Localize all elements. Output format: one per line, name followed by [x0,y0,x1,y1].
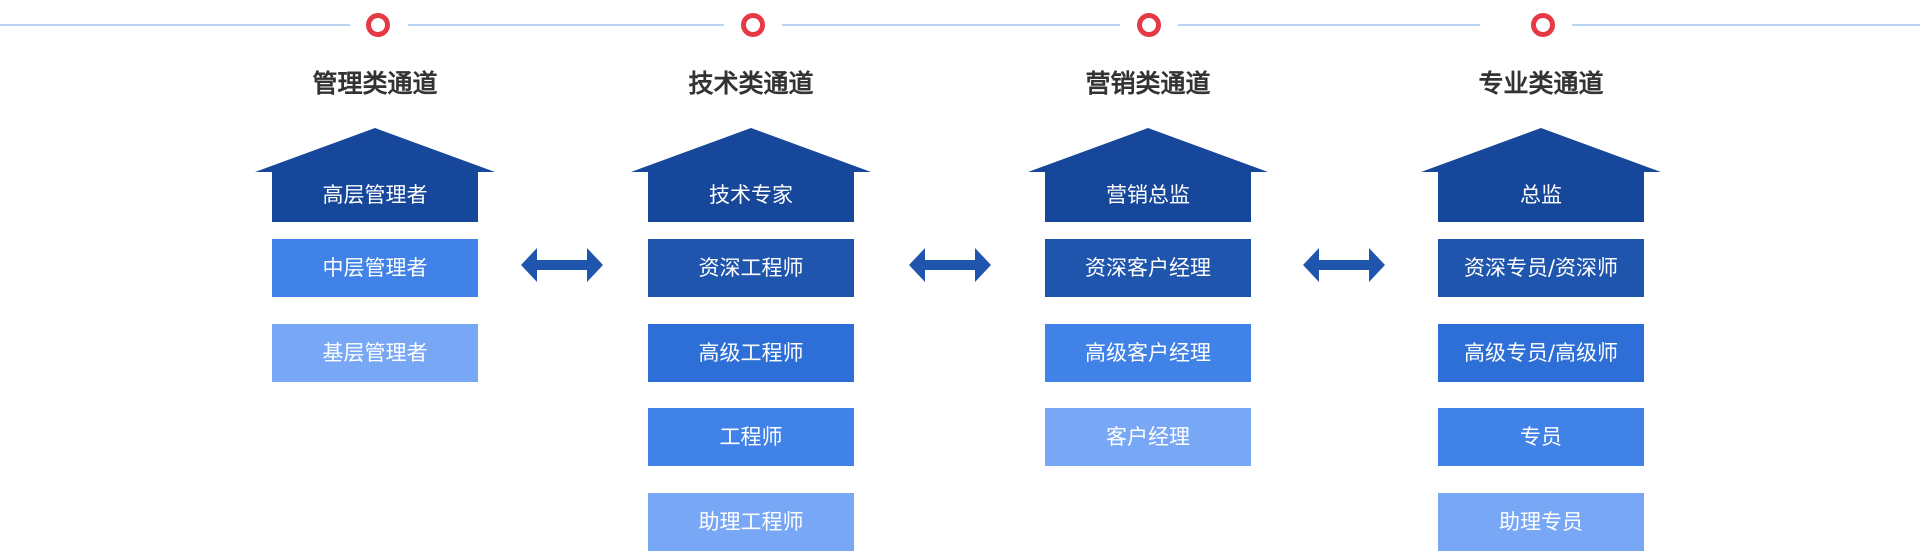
top-level-box [648,168,854,222]
professional-track-column: 专业类通道 总监 资深专员/资深师 高级专员/高级师 专员 助理专员 [1421,0,1661,551]
timeline-line-segment-5 [1572,24,1920,26]
top-level-box [272,168,478,222]
column-title: 管理类通道 [312,69,438,98]
double-arrow-icon [1303,248,1385,282]
level-box-5: 助理工程师 [648,493,854,551]
level-label-top: 营销总监 [1106,183,1190,207]
level-box-4: 专员 [1438,408,1644,466]
level-label-top: 高层管理者 [322,183,428,207]
level-box-3: 高级专员/高级师 [1438,324,1644,382]
house-roof-icon [631,128,871,172]
timeline-line-segment-4 [1178,24,1480,26]
level-box-4: 客户经理 [1045,408,1251,466]
timeline-line-segment-3 [782,24,1120,26]
timeline-ring-marker-icon [1137,13,1161,37]
level-box-3: 基层管理者 [272,324,478,382]
column-title: 专业类通道 [1478,69,1604,98]
top-level-box [1438,168,1644,222]
level-box-3: 高级工程师 [648,324,854,382]
level-box-2: 资深工程师 [648,239,854,297]
timeline-line-segment-1 [0,24,350,26]
double-arrow-icon [909,248,991,282]
level-box-5: 助理专员 [1438,493,1644,551]
level-box-2: 资深客户经理 [1045,239,1251,297]
column-title: 营销类通道 [1085,69,1211,98]
column-title: 技术类通道 [688,69,814,98]
level-box-2: 资深专员/资深师 [1438,239,1644,297]
double-arrow-icon [521,248,603,282]
level-label-top: 技术专家 [709,183,793,207]
house-roof-icon [1421,128,1661,172]
timeline-ring-marker-icon [366,13,390,37]
technical-track-column: 技术类通道 技术专家 资深工程师 高级工程师 工程师 助理工程师 [631,0,871,551]
house-roof-icon [255,128,495,172]
timeline-ring-marker-icon [1531,13,1555,37]
level-box-4: 工程师 [648,408,854,466]
management-track-column: 管理类通道 高层管理者 中层管理者 基层管理者 [255,0,495,551]
level-box-3: 高级客户经理 [1045,324,1251,382]
house-roof-icon [1028,128,1268,172]
top-level-box [1045,168,1251,222]
timeline-ring-marker-icon [741,13,765,37]
marketing-track-column: 营销类通道 营销总监 资深客户经理 高级客户经理 客户经理 [1028,0,1268,551]
level-box-2: 中层管理者 [272,239,478,297]
level-label-top: 总监 [1520,183,1562,207]
timeline-line-segment-2 [408,24,724,26]
